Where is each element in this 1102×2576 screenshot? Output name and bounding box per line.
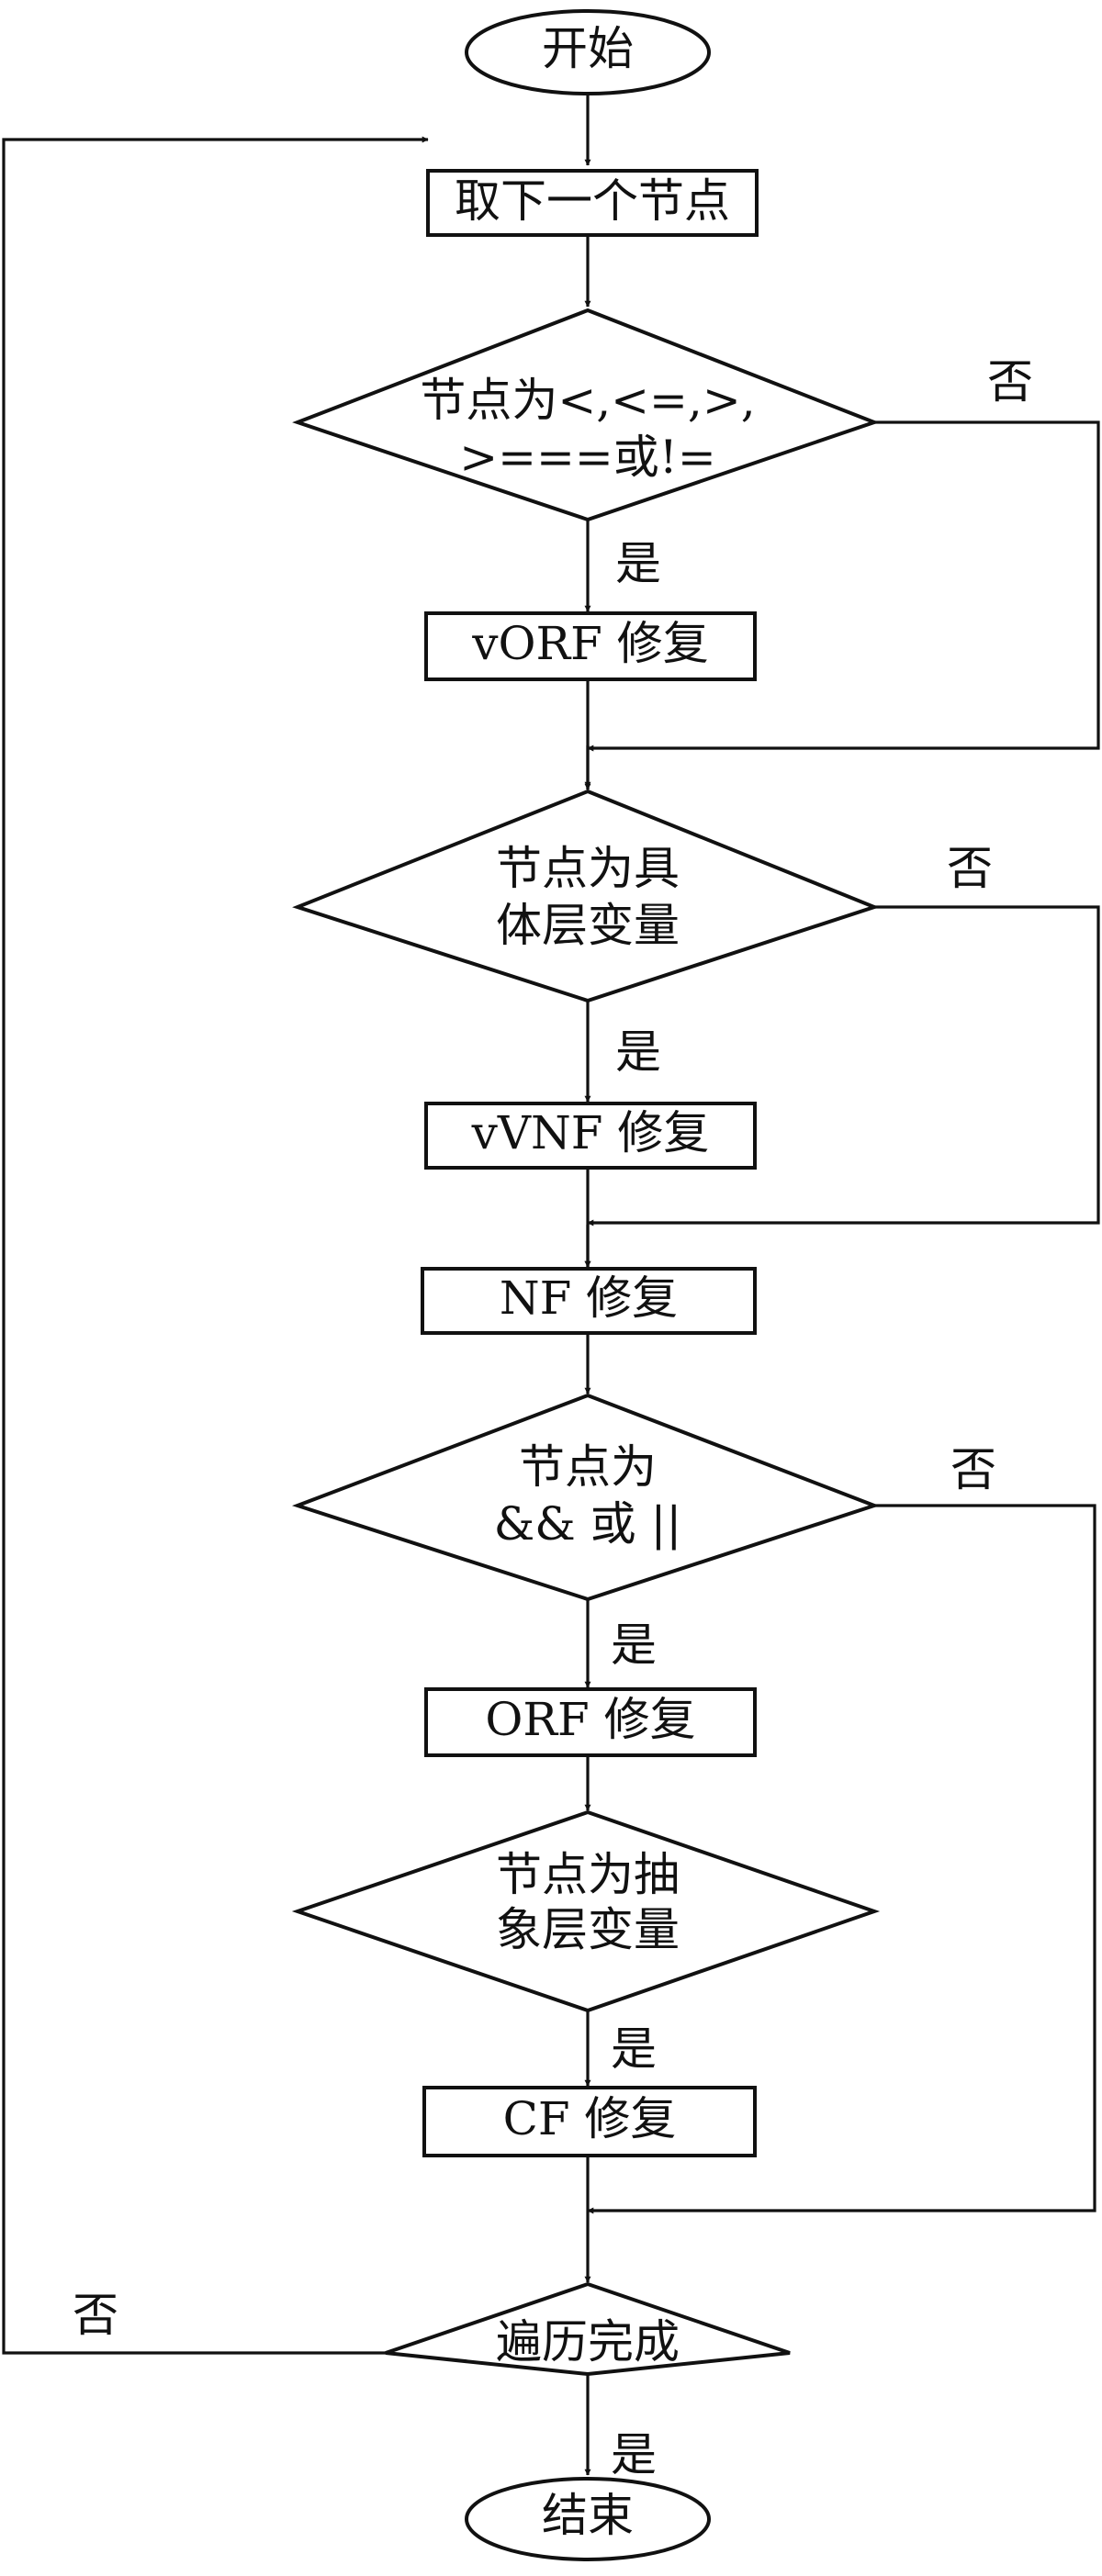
label-no-relational: 否 <box>987 355 1033 409</box>
cf-repair-label: CF 修复 <box>503 2092 677 2145</box>
start-label: 开始 <box>542 22 634 75</box>
label-yes-abstract: 是 <box>611 2022 657 2076</box>
vvnf-repair-box: vVNF 修复 <box>424 1102 757 1170</box>
start-node: 开始 <box>465 9 711 95</box>
vorf-repair-label: vORF 修复 <box>471 617 708 670</box>
decision-traversal: 遍历完成 <box>385 2281 791 2377</box>
decision-abstract-line1: 节点为抽 <box>496 1848 680 1901</box>
decision-logical-line1: 节点为 <box>519 1440 657 1494</box>
decision-concrete: 节点为具 体层变量 <box>292 789 880 1003</box>
orf-repair-label: ORF 修复 <box>485 1693 695 1746</box>
edge-logical-no-bypass <box>587 1504 1096 2214</box>
label-no-logical: 否 <box>950 1443 996 1496</box>
edge-traversal-no-loop <box>2 136 429 2355</box>
decision-abstract: 节点为抽 象层变量 <box>291 1809 881 2013</box>
label-yes-traversal: 是 <box>611 2428 657 2481</box>
decision-traversal-label: 遍历完成 <box>496 2315 680 2369</box>
decision-relational-line1: 节点为<,<=,>, <box>420 374 755 427</box>
label-yes-concrete: 是 <box>615 1025 661 1079</box>
edges <box>2 94 1100 2476</box>
label-yes-relational: 是 <box>615 537 661 590</box>
get-next-node-label: 取下一个节点 <box>455 174 730 228</box>
decision-abstract-line2: 象层变量 <box>496 1903 680 1956</box>
label-no-concrete: 否 <box>947 842 993 895</box>
decision-logical-line2: && 或 || <box>494 1497 682 1551</box>
end-node: 结束 <box>465 2477 711 2561</box>
vvnf-repair-label: vVNF 修复 <box>471 1106 710 1159</box>
decision-relational-line2: >===或!= <box>459 431 716 484</box>
decision-logical: 节点为 && 或 || <box>291 1393 880 1602</box>
orf-repair-box: ORF 修复 <box>424 1687 757 1757</box>
nf-repair-label: NF 修复 <box>500 1271 678 1325</box>
vorf-repair-box: vORF 修复 <box>424 611 757 681</box>
edge-relational-no-bypass <box>587 420 1100 752</box>
edge-labels: 否 是 否 是 否 是 是 否 是 <box>73 355 1033 2481</box>
decision-concrete-line1: 节点为具 <box>496 842 680 895</box>
decision-relational: 节点为<,<=,>, >===或!= <box>292 308 880 522</box>
label-no-traversal: 否 <box>73 2289 118 2342</box>
decision-concrete-line2: 体层变量 <box>496 899 680 952</box>
end-label: 结束 <box>542 2489 634 2542</box>
cf-repair-box: CF 修复 <box>422 2086 757 2157</box>
nf-repair-box: NF 修复 <box>421 1267 757 1335</box>
label-yes-logical: 是 <box>611 1618 657 1672</box>
get-next-node-box: 取下一个节点 <box>426 169 759 237</box>
edge-concrete-no-bypass <box>587 905 1100 1226</box>
